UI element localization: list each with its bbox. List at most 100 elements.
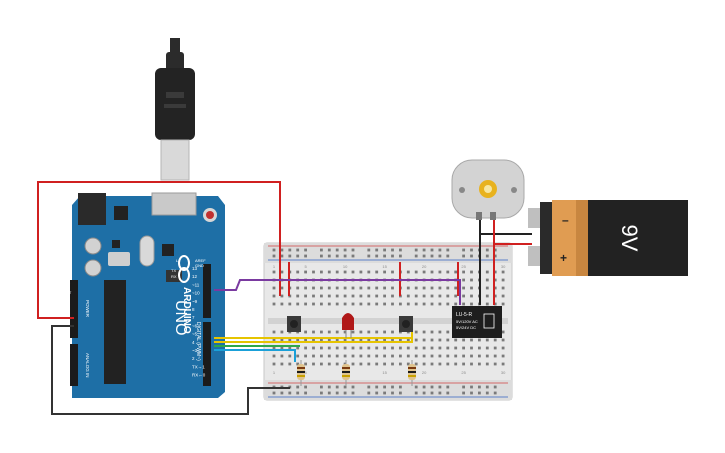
digital-pin-label: 4 xyxy=(192,340,195,345)
power-pin-label: RESET xyxy=(58,290,72,295)
resistor-1 xyxy=(297,360,305,386)
analog-pin-label: A0 xyxy=(60,346,66,351)
rail-hole xyxy=(422,254,426,258)
terminal-hole xyxy=(446,346,450,350)
red-led xyxy=(342,313,354,338)
relay-name: LU-5-R xyxy=(456,312,473,318)
terminal-hole xyxy=(454,302,458,306)
terminal-hole xyxy=(399,338,402,342)
terminal-hole xyxy=(280,330,284,334)
terminal-hole xyxy=(304,354,307,358)
rail-hole xyxy=(335,391,339,395)
terminal-hole xyxy=(367,346,371,350)
arduino-model: UNO xyxy=(172,300,189,336)
terminal-hole xyxy=(485,346,489,350)
terminal-hole xyxy=(478,362,481,366)
terminal-hole xyxy=(414,302,418,306)
battery-plus: + xyxy=(560,251,567,265)
terminal-hole xyxy=(312,294,315,298)
rail-hole xyxy=(320,254,323,258)
terminal-hole xyxy=(399,354,402,358)
terminal-hole xyxy=(493,278,497,282)
terminal-hole xyxy=(422,354,426,358)
terminal-hole xyxy=(485,270,489,274)
rail-hole xyxy=(383,385,386,389)
rail-hole xyxy=(280,254,284,258)
terminal-hole xyxy=(320,286,323,290)
analog-pin-label: A2 xyxy=(60,360,66,365)
terminal-hole xyxy=(367,362,371,366)
terminal-hole xyxy=(485,362,489,366)
terminal-hole xyxy=(343,354,347,358)
terminal-hole xyxy=(501,278,505,282)
rail-hole xyxy=(280,248,284,252)
terminal-hole xyxy=(296,270,300,274)
rail-hole xyxy=(327,385,331,389)
rail-hole xyxy=(343,248,347,252)
terminal-hole xyxy=(367,270,371,274)
column-label: 25 xyxy=(461,264,466,269)
digital-pin-label: ~11 xyxy=(192,282,200,287)
terminal-hole xyxy=(272,354,276,358)
terminal-hole xyxy=(327,338,331,342)
terminal-hole xyxy=(391,346,394,350)
terminal-hole xyxy=(359,330,363,334)
terminal-hole xyxy=(501,286,505,290)
terminal-hole xyxy=(288,354,292,358)
terminal-hole xyxy=(485,338,489,342)
terminal-hole xyxy=(280,270,284,274)
terminal-hole xyxy=(320,302,323,306)
rx-led-label: RX xyxy=(171,274,177,279)
rail-hole xyxy=(335,254,339,258)
terminal-hole xyxy=(438,338,442,342)
rail-hole xyxy=(399,254,402,258)
relay: LU-5-R 5V/120V AC 5V/24V DC xyxy=(452,306,502,338)
terminal-hole xyxy=(391,362,394,366)
terminal-hole xyxy=(406,354,410,358)
rail-hole xyxy=(327,391,331,395)
rail-hole xyxy=(414,248,418,252)
terminal-hole xyxy=(320,330,323,334)
rail-hole xyxy=(367,248,371,252)
terminal-hole xyxy=(470,346,473,350)
terminal-hole xyxy=(312,330,315,334)
terminal-hole xyxy=(501,346,505,350)
terminal-hole xyxy=(312,302,315,306)
terminal-hole xyxy=(351,362,355,366)
terminal-hole xyxy=(422,302,426,306)
terminal-hole xyxy=(470,354,473,358)
terminal-hole xyxy=(391,302,394,306)
terminal-hole xyxy=(304,346,307,350)
terminal-hole xyxy=(320,346,323,350)
terminal-hole xyxy=(359,270,363,274)
rail-hole xyxy=(367,391,371,395)
digital-pin-label: 2 xyxy=(192,356,195,361)
rail-hole xyxy=(335,248,339,252)
arduino-uno-board: ARDUINO UNO DIGITAL (PWM~) POWER ANALOG … xyxy=(58,192,225,398)
terminal-hole xyxy=(493,270,497,274)
terminal-hole xyxy=(272,270,276,274)
terminal-hole xyxy=(462,362,465,366)
column-label: 10 xyxy=(343,264,348,269)
terminal-hole xyxy=(462,302,465,306)
terminal-hole xyxy=(383,302,386,306)
terminal-hole xyxy=(430,362,434,366)
terminal-hole xyxy=(446,294,450,298)
rail-hole xyxy=(414,391,418,395)
terminal-hole xyxy=(399,302,402,306)
terminal-hole xyxy=(375,270,379,274)
terminal-hole xyxy=(462,338,465,342)
rail-hole xyxy=(493,254,497,258)
terminal-hole xyxy=(406,362,410,366)
terminal-hole xyxy=(485,286,489,290)
rail-hole xyxy=(391,391,394,395)
terminal-hole xyxy=(406,270,410,274)
rail-hole xyxy=(493,391,497,395)
terminal-hole xyxy=(280,354,284,358)
digital-pin-label: ~3 xyxy=(192,348,198,353)
arduino-brand: ARDUINO xyxy=(181,287,192,334)
rail-hole xyxy=(391,385,394,389)
rail-hole xyxy=(485,254,489,258)
terminal-hole xyxy=(454,270,458,274)
